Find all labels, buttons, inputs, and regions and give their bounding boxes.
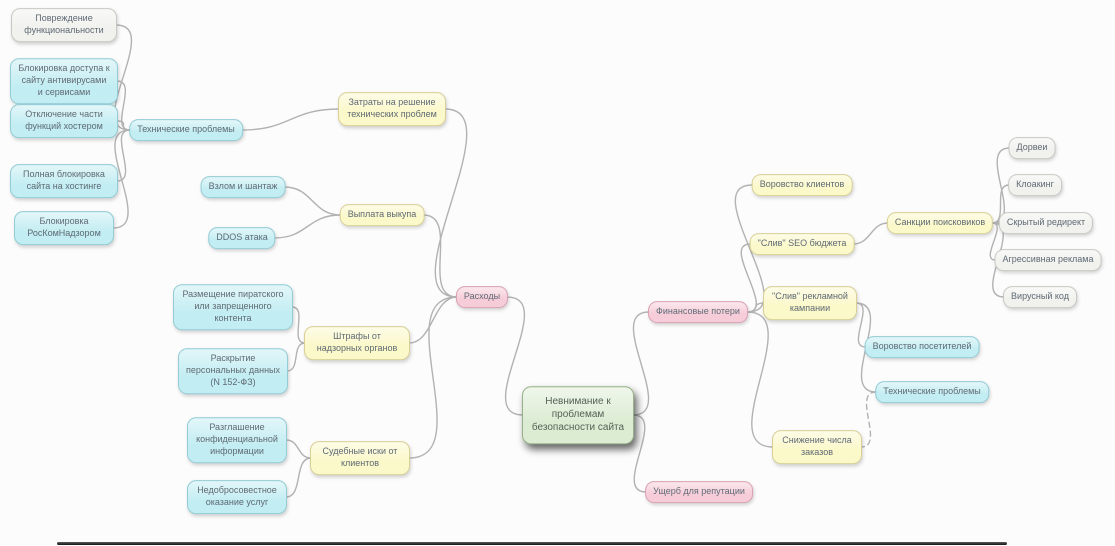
- edge-tech-problems-left--roskomnadzor-block: [112, 129, 131, 229]
- mindmap-node-reputation-damage[interactable]: Ущерб для репутации: [645, 481, 753, 503]
- node-label: Недобросовестное оказание услуг: [197, 485, 277, 507]
- mindmap-node-confidential-disclosure[interactable]: Разглашение конфиденциальной информации: [187, 417, 287, 463]
- edge-tech-problems-right--order-decline: [860, 391, 877, 448]
- edge-search-sanctions--cloaking: [991, 184, 1010, 224]
- node-label: Санкции поисковиков: [894, 217, 986, 228]
- mindmap-node-hidden-redirect[interactable]: Скрытый редирект: [998, 212, 1094, 234]
- node-label: Взлом и шантаж: [208, 181, 278, 192]
- node-label: Технические проблемы: [883, 386, 981, 397]
- edge-tech-problems-left--full-hosting-block: [116, 129, 131, 182]
- node-label: Агрессивная реклама: [1002, 254, 1094, 265]
- node-label: Финансовые потери: [656, 306, 740, 317]
- node-label: Отключение части функций хостером: [25, 109, 103, 131]
- mindmap-node-hack-blackmail[interactable]: Взлом и шантаж: [200, 176, 286, 198]
- window-bottom-edge: [57, 542, 1007, 545]
- mindmap-node-full-hosting-block[interactable]: Полная блокировка сайта на хостинге: [10, 164, 118, 198]
- node-label: "Слив" SEO бюджета: [757, 238, 847, 249]
- mindmap-node-tech-problems-left[interactable]: Технические проблемы: [129, 119, 243, 141]
- mindmap-node-aggressive-ads[interactable]: Агрессивная реклама: [994, 249, 1102, 271]
- edge-financial-losses--order-decline: [746, 311, 774, 448]
- mindmap-node-roskomnadzor-block[interactable]: Блокировка РосКомНадзором: [14, 211, 114, 245]
- node-label: Блокировка доступа к сайту антивирусами …: [18, 63, 110, 97]
- edge-expenses--tech-costs: [434, 108, 468, 298]
- edge-expenses--fines: [408, 296, 458, 344]
- mindmap-node-bad-faith-services[interactable]: Недобросовестное оказание услуг: [187, 480, 287, 514]
- mindmap-node-ddos[interactable]: DDOS атака: [208, 227, 276, 249]
- node-label: Выплата выкупа: [347, 209, 417, 220]
- node-label: DDOS атака: [216, 232, 268, 243]
- mindmap-node-root[interactable]: Невнимание к проблемам безопасности сайт…: [522, 386, 634, 444]
- edge-search-sanctions--aggressive-ads: [989, 222, 998, 261]
- mindmap-node-doorways[interactable]: Дорвеи: [1008, 137, 1056, 159]
- edge-tech-costs--tech-problems-left: [241, 108, 340, 131]
- mindmap-node-visitor-theft[interactable]: Воровство посетителей: [864, 336, 980, 358]
- node-label: Клоакинг: [1016, 179, 1054, 190]
- mindmap-node-search-sanctions[interactable]: Санкции поисковиков: [886, 212, 994, 234]
- edge-fines--personal-data: [286, 342, 306, 372]
- edge-ransom--ddos: [273, 214, 342, 239]
- mindmap-node-seo-budget-drain[interactable]: "Слив" SEO бюджета: [749, 233, 855, 255]
- edge-lawsuits--bad-faith-services: [285, 457, 312, 498]
- node-label: Размещение пиратского или запрещенного к…: [182, 289, 284, 323]
- node-label: Невнимание к проблемам безопасности сайт…: [531, 396, 625, 434]
- mindmap-node-ad-campaign-drain[interactable]: "Слив" рекламной кампании: [763, 286, 857, 320]
- node-label: Воровство клиентов: [759, 179, 845, 190]
- edge-fines--pirated-content: [291, 306, 306, 344]
- node-label: Технические проблемы: [137, 124, 235, 135]
- edge-root--financial-losses: [632, 311, 650, 416]
- node-label: Блокировка РосКомНадзором: [27, 216, 101, 238]
- node-label: Дорвеи: [1016, 142, 1048, 153]
- mindmap-node-client-theft[interactable]: Воровство клиентов: [751, 174, 853, 196]
- mindmap-node-fines[interactable]: Штрафы от надзорных органов: [304, 326, 410, 360]
- edge-expenses--lawsuits: [408, 296, 458, 459]
- edge-root--reputation-damage: [632, 414, 647, 493]
- node-label: Расходы: [463, 291, 501, 302]
- mindmap-node-virus-code[interactable]: Вирусный код: [1003, 286, 1077, 308]
- node-label: Судебные иски от клиентов: [322, 446, 398, 468]
- mindmap-node-order-decline[interactable]: Снижение числа заказов: [772, 430, 862, 464]
- mindmap-node-tech-problems-right[interactable]: Технические проблемы: [875, 381, 989, 403]
- node-label: Вирусный код: [1011, 291, 1069, 302]
- edge-tech-problems-left--host-functions-off: [116, 120, 131, 131]
- mindmap-node-host-functions-off[interactable]: Отключение части функций хостером: [10, 104, 118, 138]
- mindmap-node-financial-losses[interactable]: Финансовые потери: [648, 301, 748, 323]
- node-label: Повреждение функциональности: [24, 13, 104, 35]
- node-label: Штрафы от надзорных органов: [316, 331, 398, 353]
- node-label: Полная блокировка сайта на хостинге: [23, 169, 105, 191]
- node-label: Разглашение конфиденциальной информации: [196, 422, 278, 456]
- mindmap-node-blocking-access[interactable]: Блокировка доступа к сайту антивирусами …: [10, 58, 118, 104]
- node-label: Ущерб для репутации: [653, 486, 745, 497]
- node-label: Раскрытие персональных данных (N 152-ФЗ): [186, 353, 281, 387]
- mindmap-node-personal-data[interactable]: Раскрытие персональных данных (N 152-ФЗ): [178, 348, 288, 394]
- node-label: Затраты на решение технических проблем: [347, 97, 437, 119]
- edge-ad-campaign-drain--visitor-theft: [855, 302, 867, 348]
- mindmap-node-damage-functionality[interactable]: Повреждение функциональности: [11, 8, 117, 42]
- mindmap-node-cloaking[interactable]: Клоакинг: [1008, 174, 1062, 196]
- edge-ransom--hack-blackmail: [283, 186, 342, 216]
- mindmap-node-lawsuits[interactable]: Судебные иски от клиентов: [310, 441, 410, 475]
- edge-lawsuits--confidential-disclosure: [285, 439, 312, 459]
- mindmap-node-tech-costs[interactable]: Затраты на решение технических проблем: [338, 92, 446, 126]
- node-label: Снижение числа заказов: [782, 435, 852, 457]
- edge-root--expenses: [504, 296, 526, 416]
- node-label: "Слив" рекламной кампании: [772, 291, 848, 313]
- mindmap-node-pirated-content[interactable]: Размещение пиратского или запрещенного к…: [173, 284, 293, 330]
- node-label: Скрытый редирект: [1006, 217, 1086, 228]
- mindmap-node-expenses[interactable]: Расходы: [455, 286, 509, 308]
- edge-seo-budget-drain--search-sanctions: [852, 222, 889, 245]
- node-label: Воровство посетителей: [872, 341, 972, 352]
- edge-expenses--ransom: [422, 214, 458, 298]
- mindmap-node-ransom[interactable]: Выплата выкупа: [339, 204, 425, 226]
